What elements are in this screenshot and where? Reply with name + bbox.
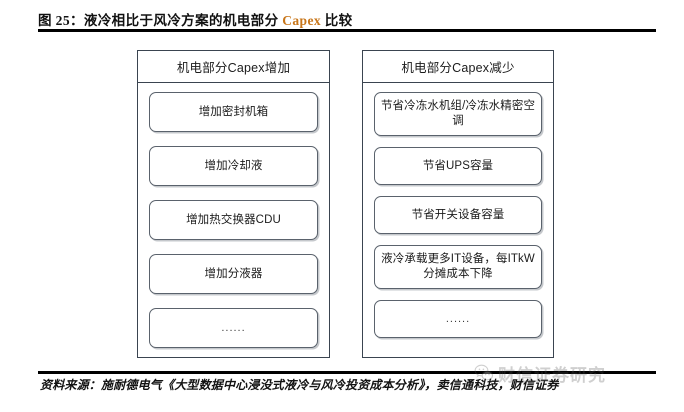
item-box-increase-5-ellipsis[interactable]: ......	[149, 308, 318, 348]
panel-body-decrease: 节省冷冻水机组/冷冻水精密空调 节省UPS容量 节省开关设备容量 液冷承载更多I…	[363, 83, 553, 357]
title-divider	[38, 29, 656, 32]
item-box-decrease-4[interactable]: 液冷承载更多IT设备，每ITkW分摊成本下降	[374, 245, 542, 289]
panel-capex-increase: 机电部分Capex增加 增加密封机箱 增加冷却液 增加热交换器CDU 增加分液器…	[137, 50, 330, 358]
item-box-decrease-5-ellipsis[interactable]: ......	[374, 300, 542, 338]
item-box-increase-1[interactable]: 增加密封机箱	[149, 92, 318, 132]
item-box-decrease-3[interactable]: 节省开关设备容量	[374, 196, 542, 234]
item-box-increase-4[interactable]: 增加分液器	[149, 254, 318, 294]
item-box-increase-3[interactable]: 增加热交换器CDU	[149, 200, 318, 240]
item-box-decrease-2[interactable]: 节省UPS容量	[374, 147, 542, 185]
source-note: 资料来源：施耐德电气《大型数据中心浸没式液冷与风冷投资成本分析》，卖信通科技，财…	[40, 378, 559, 392]
panel-body-increase: 增加密封机箱 增加冷却液 增加热交换器CDU 增加分液器 ......	[138, 83, 329, 357]
item-box-decrease-1[interactable]: 节省冷冻水机组/冷冻水精密空调	[374, 92, 542, 136]
figure-title-accent: Capex	[282, 13, 321, 28]
panel-header-decrease: 机电部分Capex减少	[363, 51, 553, 83]
footer-divider	[38, 371, 656, 374]
panel-header-increase: 机电部分Capex增加	[138, 51, 329, 83]
panel-capex-decrease: 机电部分Capex减少 节省冷冻水机组/冷冻水精密空调 节省UPS容量 节省开关…	[362, 50, 554, 358]
page-title: 图 25：液冷相比于风冷方案的机电部分 Capex 比较	[38, 9, 658, 29]
figure-title-prefix: 图 25：液冷相比于风冷方案的机电部分	[38, 13, 283, 28]
figure-title-suffix: 比较	[321, 13, 353, 28]
comparison-diagram: 机电部分Capex增加 增加密封机箱 增加冷却液 增加热交换器CDU 增加分液器…	[0, 34, 684, 368]
item-box-increase-2[interactable]: 增加冷却液	[149, 146, 318, 186]
